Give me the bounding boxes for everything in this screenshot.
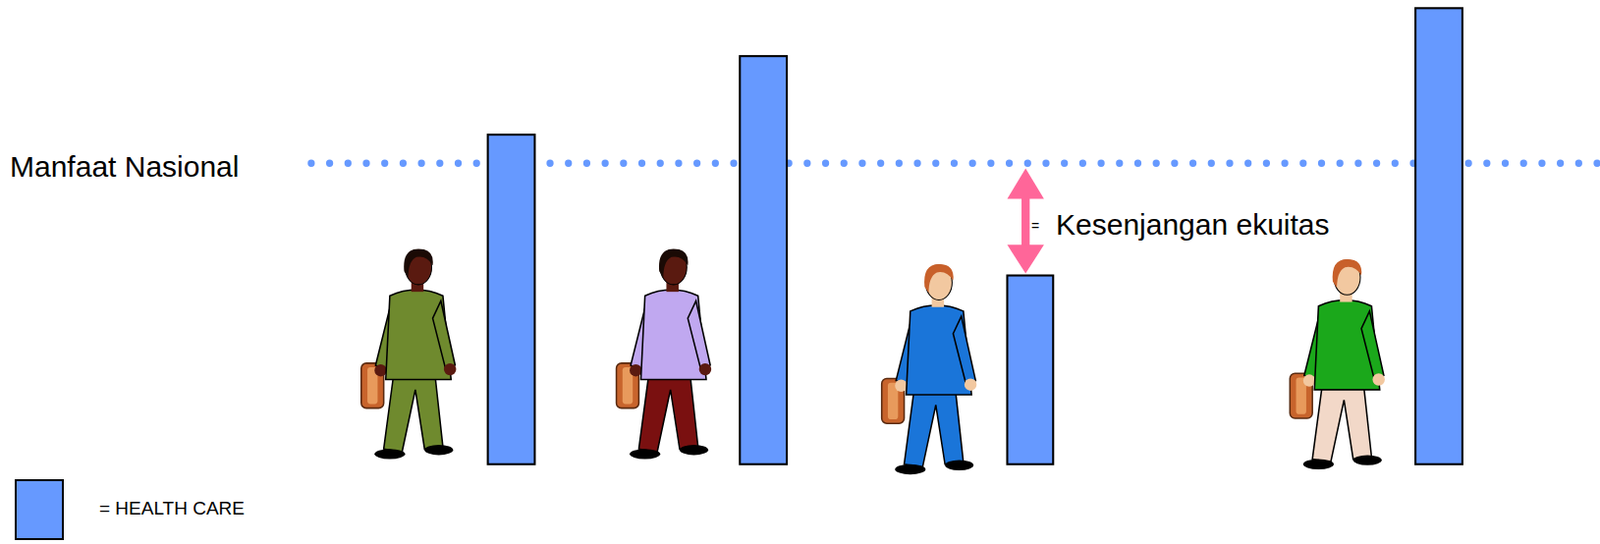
benchmark-label: Manfaat Nasional (9, 152, 239, 182)
legend-entry: = HEALTH CARE (0, 479, 393, 543)
legend-swatch (14, 479, 64, 541)
scene (311, 7, 1600, 475)
gap-double-arrow (1006, 167, 1044, 274)
person-figure (882, 264, 978, 475)
person-figure (1289, 259, 1385, 470)
legend-label: = HEALTH CARE (99, 498, 245, 518)
person-figure (361, 249, 457, 460)
health-care-bar (739, 55, 787, 465)
equals-sign: = (1031, 219, 1040, 233)
person-figure (616, 249, 713, 460)
health-care-bar (488, 134, 536, 465)
health-care-bar (1415, 7, 1463, 464)
health-care-bar (1006, 275, 1053, 465)
gap-label: Kesenjangan ekuitas (1055, 210, 1330, 240)
